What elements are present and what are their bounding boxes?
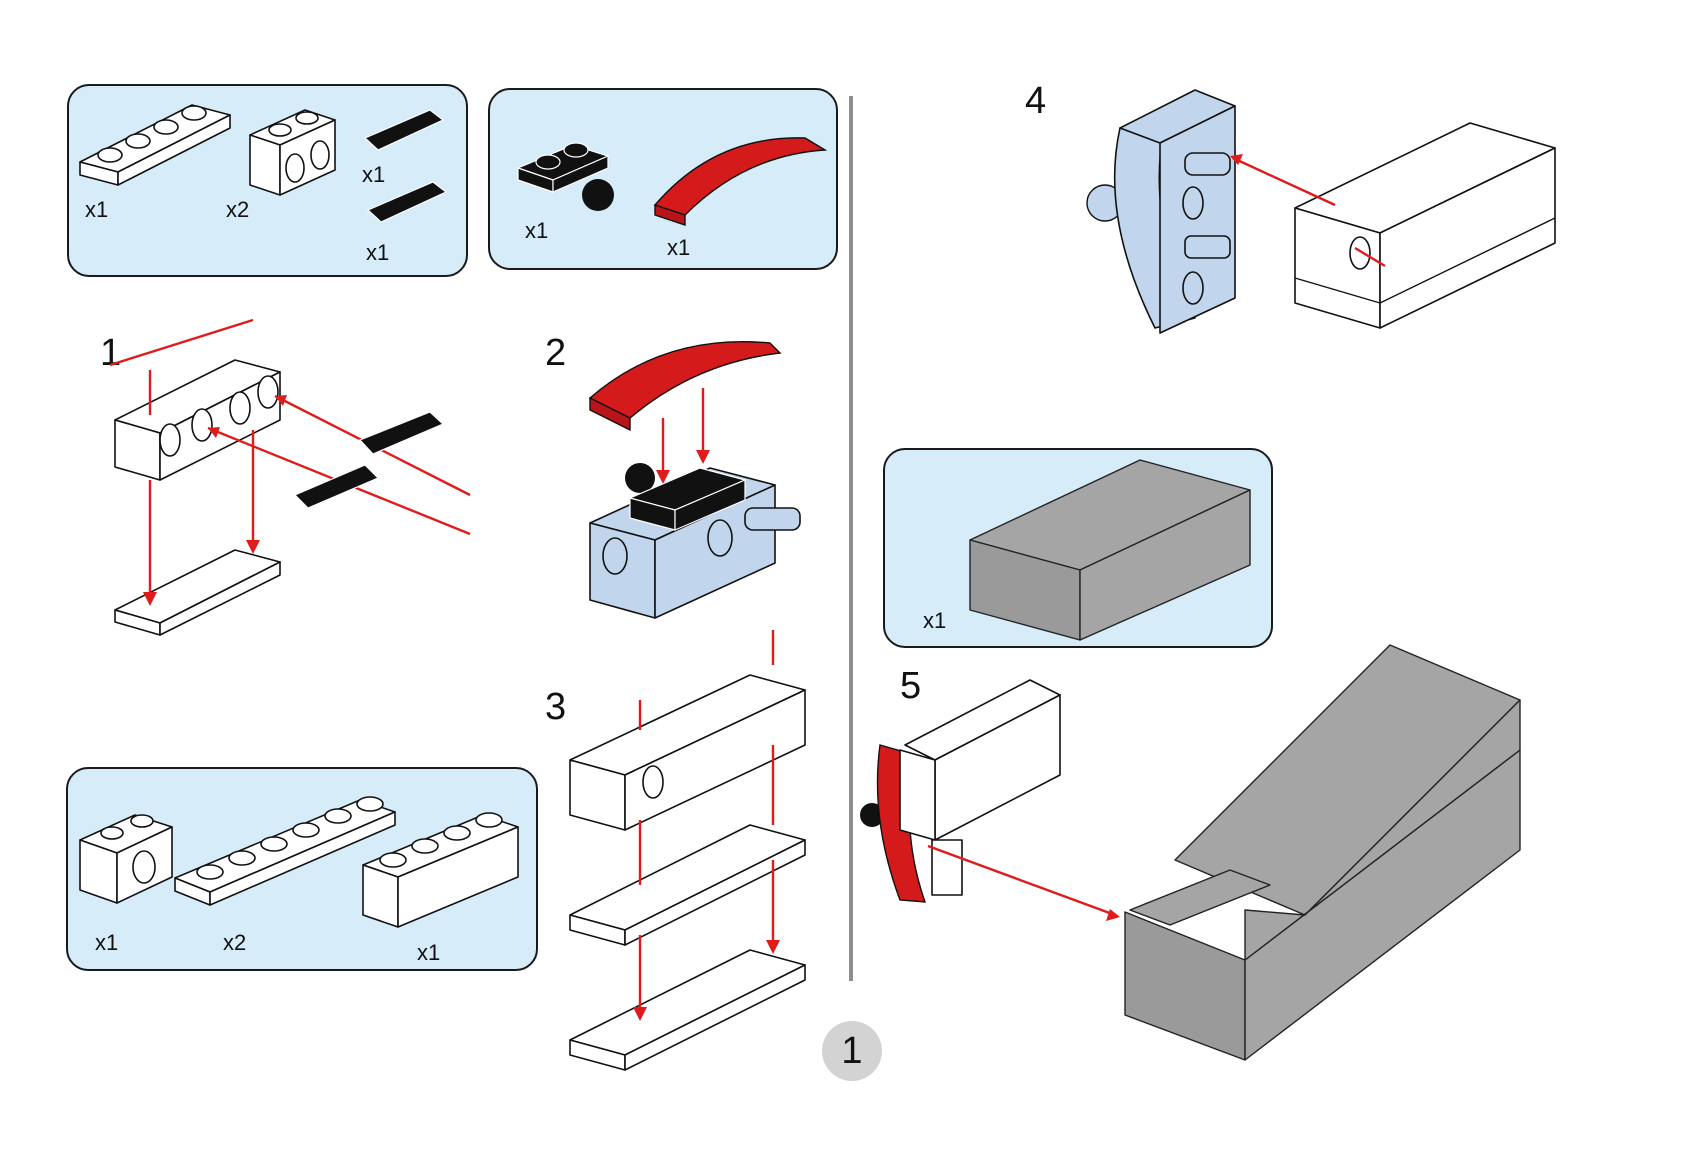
step2-illustration [588,340,801,619]
qty-label: x2 [226,197,250,222]
step4-illustration [1086,89,1556,334]
part-black-friction-pin [366,181,448,223]
step5-illustration [860,644,1521,1061]
step-number: 3 [545,686,567,728]
step-number: 4 [1025,80,1047,122]
step3-illustration [569,630,806,1071]
part-white-1x4-plate [79,104,231,186]
part-white-technic-brick-1-hole [79,814,173,904]
part-red-curved-slope [653,137,828,226]
step1-illustration [109,318,471,636]
part-white-1x4-brick [362,812,519,928]
part-white-technic-brick-2-holes [249,109,336,196]
studs [97,105,207,163]
qty-label: x1 [366,240,390,265]
part-gray-motor [969,459,1251,641]
part-black-plate-with-ball [516,142,614,211]
qty-label: x1 [525,218,549,243]
qty-label: x1 [362,162,386,187]
qty-label: x1 [95,930,119,955]
column-divider [849,96,853,981]
qty-label: x2 [223,930,247,955]
part-black-axle-pin [363,109,445,151]
step-number: 5 [900,665,922,707]
qty-label: x1 [417,940,441,965]
part-white-1x6-plate [174,796,396,906]
qty-label: x1 [667,235,691,260]
qty-label: x1 [923,608,947,633]
page-number-badge: 1 [822,1021,882,1081]
step-number: 2 [545,332,567,374]
qty-label: x1 [85,197,109,222]
